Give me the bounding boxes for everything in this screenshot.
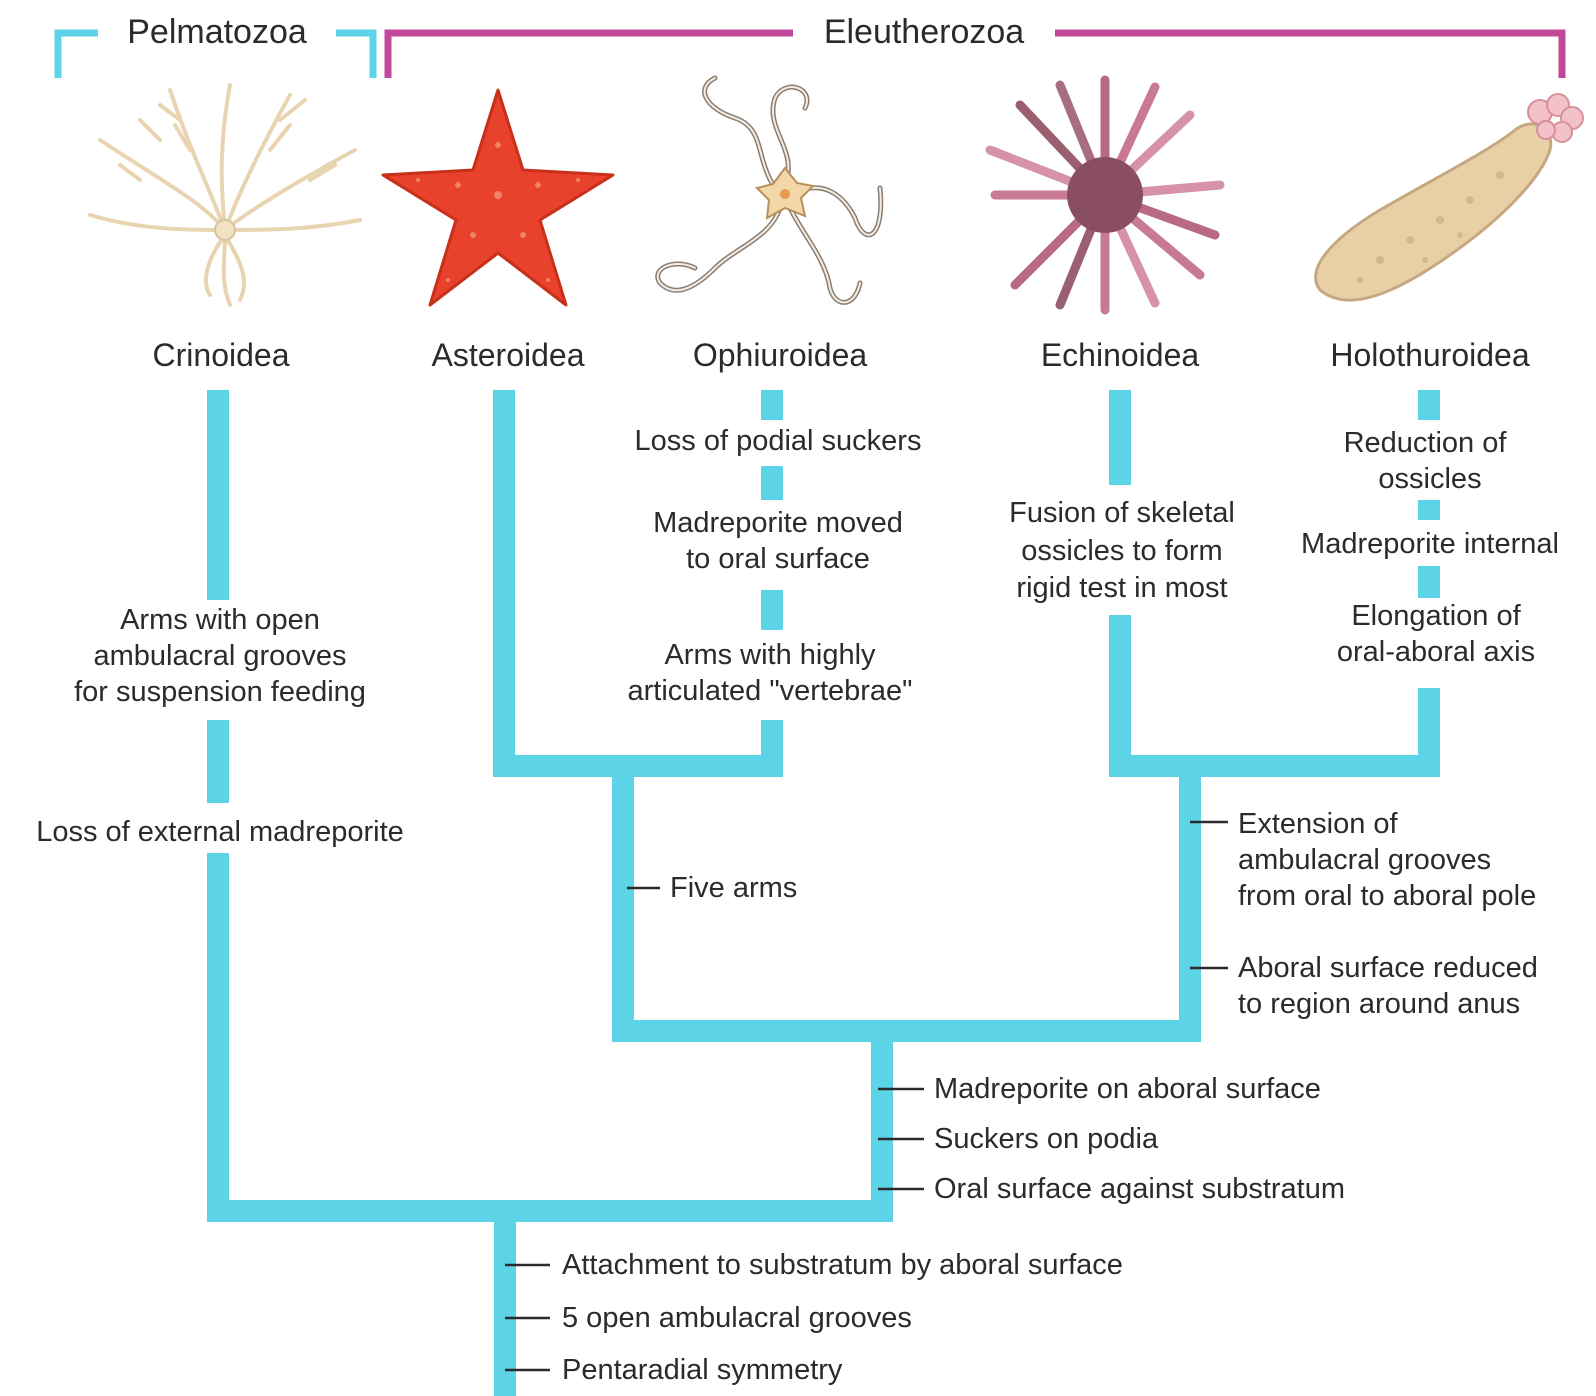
trait-attachment: Attachment to substratum by aboral surfa…	[562, 1249, 1123, 1281]
trait-extension-1: Extension of	[1238, 808, 1398, 840]
sea-cucumber-tentacles	[1527, 93, 1584, 143]
eleutherozoa-bracket	[384, 29, 1566, 78]
trait-echinoid-fusion-3: rigid test in most	[1016, 572, 1228, 604]
trait-holothuroid-madreporite: Madreporite internal	[1301, 528, 1559, 560]
branch-root	[494, 1200, 516, 1396]
trait-aboral-2: to region around anus	[1238, 988, 1521, 1020]
branch-echinozoa-horizontal	[1109, 755, 1440, 777]
branch-asterozoa	[612, 755, 634, 1042]
crinoid-disc	[214, 219, 236, 241]
trait-echinoid-fusion-1: Fusion of skeletal	[1009, 497, 1235, 529]
label-gaps	[200, 420, 1447, 853]
trait-ticks	[505, 820, 1228, 1372]
trait-pentaradial-symmetry: Pentaradial symmetry	[562, 1354, 843, 1386]
taxon-holothuroidea: Holothuroidea	[1330, 337, 1530, 373]
sea-cucumber-body	[1314, 122, 1553, 302]
branch-asterozoa-horizontal	[493, 755, 783, 777]
starfish-illustration	[381, 88, 615, 307]
taxon-crinoidea: Crinoidea	[152, 337, 290, 373]
branch-eleutherozoa	[871, 1020, 893, 1220]
trait-crinoid-madreporite: Loss of external madreporite	[36, 816, 404, 848]
trait-suckers-podia: Suckers on podia	[934, 1123, 1159, 1155]
taxon-asteroidea: Asteroidea	[431, 337, 585, 373]
trait-ophiuroid-madreporite-1: Madreporite moved	[653, 507, 903, 539]
trait-oral-surface: Oral surface against substratum	[934, 1173, 1346, 1205]
branch-root-horizontal	[207, 1200, 893, 1222]
trait-holothuroid-reduction-1: Reduction of	[1343, 427, 1507, 459]
trait-ophiuroid-arms-1: Arms with highly	[664, 639, 876, 671]
branch-echinozoa	[1179, 755, 1201, 1042]
branch-asteroidea	[493, 390, 515, 777]
eleutherozoa-label: Eleutherozoa	[811, 14, 1037, 50]
taxon-ophiuroidea: Ophiuroidea	[692, 337, 868, 373]
trait-five-arms: Five arms	[670, 872, 798, 904]
trait-crinoid-arms-2: ambulacral grooves	[93, 640, 347, 672]
trait-madreporite-aboral: Madreporite on aboral surface	[934, 1073, 1321, 1105]
pelmatozoa-label: Pelmatozoa	[115, 14, 319, 50]
crinoid-illustration	[88, 83, 362, 307]
trait-aboral-1: Aboral surface reduced	[1238, 952, 1538, 984]
trait-ambulacral-grooves: 5 open ambulacral grooves	[562, 1302, 912, 1334]
trait-holothuroid-elongation-1: Elongation of	[1351, 600, 1521, 632]
trait-ophiuroid-madreporite-2: to oral surface	[686, 543, 870, 575]
taxon-echinoidea: Echinoidea	[1040, 337, 1200, 373]
branch-eleutherozoa-horizontal	[612, 1020, 1201, 1042]
sea-cucumber-illustration	[1314, 93, 1584, 302]
trait-ophiuroid-arms-2: articulated "vertebrae"	[627, 675, 913, 707]
trait-holothuroid-reduction-2: ossicles	[1378, 463, 1482, 495]
trait-ophiuroid-suckers: Loss of podial suckers	[634, 425, 922, 457]
trait-crinoid-arms-3: for suspension feeding	[74, 676, 366, 708]
trait-crinoid-arms-1: Arms with open	[120, 604, 320, 636]
sea-urchin-illustration	[985, 75, 1225, 315]
trait-extension-3: from oral to aboral pole	[1238, 880, 1537, 912]
trait-echinoid-fusion-2: ossicles to form	[1021, 535, 1223, 567]
pelmatozoa-bracket	[54, 29, 377, 78]
trait-extension-2: ambulacral grooves	[1238, 844, 1492, 876]
trait-holothuroid-elongation-2: oral-aboral axis	[1336, 636, 1536, 668]
urchin-test	[1067, 157, 1143, 233]
brittle-star-illustration	[655, 75, 884, 305]
